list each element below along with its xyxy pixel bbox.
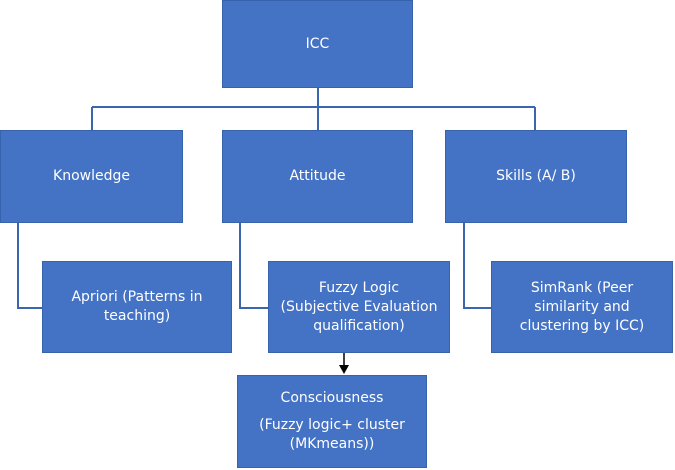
knowledge-label: Knowledge xyxy=(53,168,130,184)
fuzzy-logic-line-2: (Subjective Evaluation xyxy=(280,298,438,315)
attitude-elbow-line xyxy=(239,223,268,309)
fuzzy-logic-line-3: qualification) xyxy=(313,317,405,334)
fuzzy-logic-line-1: Fuzzy Logic xyxy=(318,279,400,296)
knowledge-elbow-line xyxy=(17,223,42,309)
fuzzy-logic-box: Fuzzy Logic (Subjective Evaluation quali… xyxy=(268,261,450,353)
attitude-box: Attitude xyxy=(222,130,413,223)
simrank-line-1: SimRank (Peer xyxy=(530,279,634,296)
attitude-label: Attitude xyxy=(289,168,346,184)
knowledge-box: Knowledge xyxy=(0,130,183,223)
simrank-line-2: similarity and xyxy=(534,298,630,315)
skills-label: Skills (A/ B) xyxy=(496,168,576,184)
consciousness-box: Consciousness (Fuzzy logic+ cluster (MKm… xyxy=(237,375,427,468)
skills-elbow-line xyxy=(463,223,491,309)
apriori-line-2: teaching) xyxy=(103,308,171,324)
consciousness-title: Consciousness xyxy=(280,390,384,406)
skills-box: Skills (A/ B) xyxy=(445,130,627,223)
root-icc-box: ICC xyxy=(222,0,413,88)
apriori-line-1: Apriori (Patterns in xyxy=(71,289,203,305)
apriori-box: Apriori (Patterns in teaching) xyxy=(42,261,232,353)
consciousness-detail-line-1: (Fuzzy logic+ cluster xyxy=(259,417,405,433)
root-icc-label: ICC xyxy=(305,35,330,52)
simrank-line-3: clustering by ICC) xyxy=(519,317,645,334)
simrank-box: SimRank (Peer similarity and clustering … xyxy=(491,261,673,353)
consciousness-detail-line-2: (MKmeans)) xyxy=(289,436,375,452)
arrow-head xyxy=(339,365,349,374)
